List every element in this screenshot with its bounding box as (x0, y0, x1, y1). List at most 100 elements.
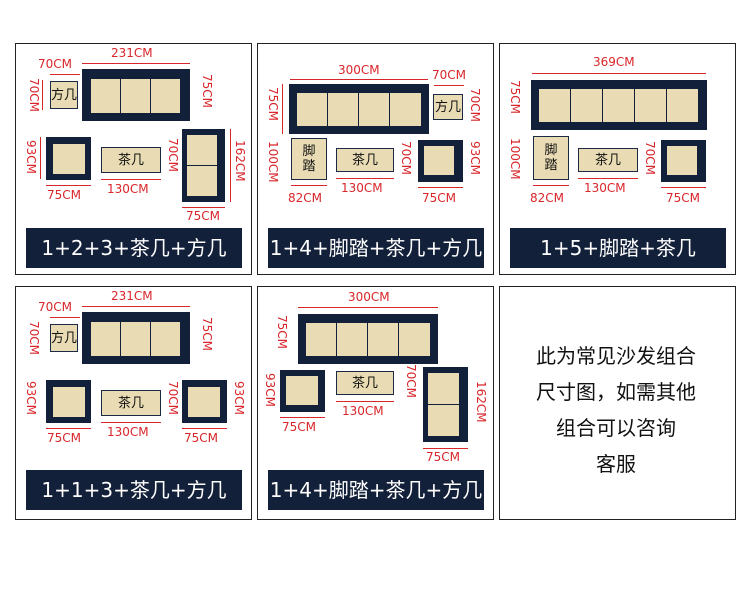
dim-sofa3-height: 75CM (200, 317, 214, 352)
sofa-3-seat (82, 312, 190, 364)
dim-table-width: 130CM (342, 404, 384, 418)
dim-line (101, 422, 161, 423)
dim-line (282, 84, 283, 134)
dim-line (578, 178, 638, 179)
note-panel (499, 286, 736, 520)
dim-chairR-height: 93CM (232, 381, 246, 416)
note-line-2: 尺寸图，如需其他 (536, 380, 696, 404)
dim-chairR-width: 75CM (184, 431, 219, 445)
dim-chair-width: 75CM (666, 191, 701, 205)
dim-sofa2-width: 75CM (186, 209, 221, 223)
coffee-table: 茶几 (101, 147, 161, 173)
layout-panel-5: 300CM 75CM 93CM 75CM 茶几 130CM 70CM 162CM… (257, 286, 494, 520)
dim-square-width: 70CM (38, 57, 73, 71)
note-line-1: 此为常见沙发组合 (536, 344, 696, 368)
dim-line (280, 417, 325, 418)
dim-table-height: 70CM (166, 138, 180, 173)
coffee-table: 茶几 (578, 148, 638, 172)
square-table: 方几 (433, 94, 463, 120)
dim-table-height: 70CM (166, 381, 180, 416)
dim-chair-width: 75CM (282, 420, 317, 434)
armchair (46, 137, 91, 180)
layout-panel-4: 70CM 231CM 70CM 方几 75CM 93CM 75CM 茶几 130… (15, 286, 252, 520)
dim-line (290, 79, 428, 80)
layout-panel-3: 369CM 75CM 100CM 脚 踏 82CM 茶几 130CM 70CM … (499, 43, 736, 275)
layout-title-2: 1+4+脚踏+茶几+方几 (268, 228, 484, 268)
dim-line (182, 428, 227, 429)
dim-sofa3-width: 231CM (111, 289, 153, 303)
dim-chair-height: 93CM (263, 373, 277, 408)
dim-line (533, 185, 569, 186)
dim-sofa2-height: 162CM (233, 140, 247, 182)
dim-line (418, 187, 463, 188)
dim-square-width: 70CM (38, 300, 73, 314)
dim-chair-height: 93CM (468, 141, 482, 176)
armchair (418, 140, 463, 182)
armchair-right (182, 380, 227, 423)
dim-line (46, 428, 91, 429)
dim-chair-width: 75CM (47, 188, 82, 202)
layout-panel-2: 300CM 75CM 70CM 方几 70CM 100CM 脚 踏 82CM 茶… (257, 43, 494, 275)
dim-table-height: 70CM (643, 141, 657, 176)
dim-square-height: 70CM (27, 78, 41, 113)
dim-sofa2-width: 75CM (426, 450, 461, 464)
ottoman: 脚 踏 (533, 136, 569, 180)
dim-sofa3-height: 75CM (200, 74, 214, 109)
dim-sofa4-height: 75CM (266, 87, 280, 122)
dim-chairL-height: 93CM (24, 381, 38, 416)
note-text: 此为常见沙发组合 尺寸图，如需其他 组合可以咨询 客服 (500, 338, 732, 482)
layout-title-4: 1+1+3+茶几+方几 (26, 470, 242, 510)
sofa-4-seat (298, 314, 438, 364)
sofa-2-seat (182, 129, 225, 202)
dim-line (50, 317, 80, 318)
dim-sofa5-width: 369CM (593, 55, 635, 69)
dim-ottoman-height: 100CM (266, 141, 280, 183)
dim-line (291, 185, 327, 186)
dim-square-width: 70CM (432, 68, 467, 82)
dim-line (298, 307, 438, 308)
dim-line (230, 129, 231, 202)
dim-line (40, 137, 41, 179)
dim-line (336, 178, 394, 179)
square-table: 方几 (50, 81, 78, 109)
dim-line (42, 80, 43, 110)
dim-table-width: 130CM (584, 181, 626, 195)
dim-table-height: 70CM (404, 364, 418, 399)
dim-table-width: 130CM (107, 425, 149, 439)
dim-line (101, 179, 161, 180)
dim-chairL-width: 75CM (47, 431, 82, 445)
dim-chair-width: 75CM (422, 191, 457, 205)
dim-sofa2-height: 162CM (474, 381, 488, 423)
dim-line (50, 74, 80, 75)
dim-table-width: 130CM (341, 181, 383, 195)
dim-chair-height: 93CM (24, 140, 38, 175)
dim-table-height: 70CM (399, 141, 413, 176)
dim-ottoman-width: 82CM (530, 191, 565, 205)
coffee-table: 茶几 (336, 148, 394, 172)
ottoman: 脚 踏 (291, 138, 327, 180)
layout-title-3: 1+5+脚踏+茶几 (510, 228, 726, 268)
dim-square-height: 70CM (468, 88, 482, 123)
armchair (661, 140, 706, 182)
armchair (280, 370, 325, 412)
dim-square-height: 70CM (27, 321, 41, 356)
dim-line (46, 185, 91, 186)
sofa-3-seat (82, 69, 190, 121)
sofa-5-seat (531, 80, 707, 130)
dim-line (82, 306, 190, 307)
dim-sofa4-height: 75CM (275, 315, 289, 350)
sofa-4-seat (289, 84, 429, 134)
dim-sofa3-width: 231CM (111, 46, 153, 60)
layout-title-1: 1+2+3+茶几+方几 (26, 228, 242, 268)
dim-ottoman-height: 100CM (508, 138, 522, 180)
dim-line (336, 401, 394, 402)
coffee-table: 茶几 (336, 371, 394, 395)
dim-line (661, 187, 706, 188)
dim-line (82, 63, 190, 64)
dim-line (423, 448, 468, 449)
dim-line (434, 85, 464, 86)
layout-title-5: 1+4+脚踏+茶几+方几 (268, 470, 484, 510)
dim-sofa4-width: 300CM (338, 63, 380, 77)
dim-sofa4-width: 300CM (348, 290, 390, 304)
armchair-left (46, 380, 91, 423)
